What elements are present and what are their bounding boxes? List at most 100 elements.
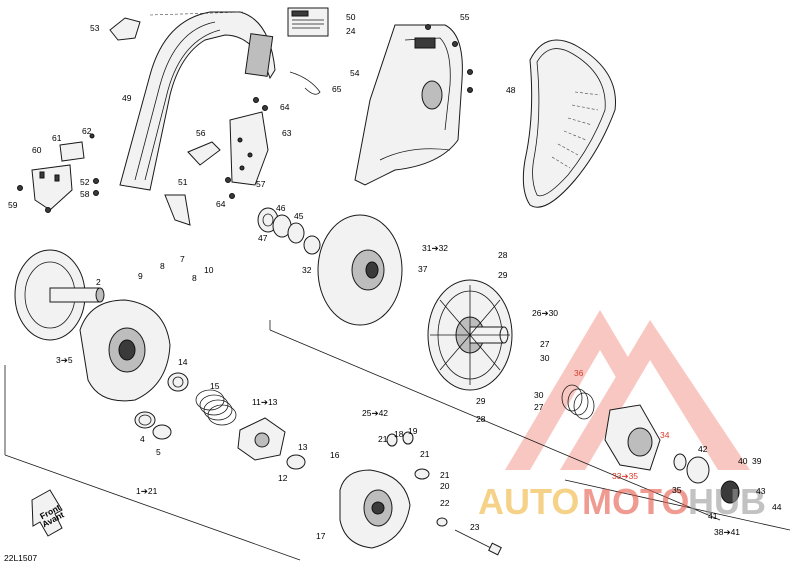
callout: 27	[540, 339, 550, 349]
callout: 37	[418, 264, 428, 274]
bolt-23	[454, 529, 502, 556]
callout: 51	[178, 177, 188, 187]
callout: 26➔30	[532, 308, 558, 318]
callout: 5	[156, 447, 161, 457]
pin-65	[289, 71, 321, 95]
callout: 32	[302, 265, 312, 275]
drive-belt-48	[522, 39, 616, 208]
governor-cup-17	[339, 469, 411, 549]
callout: 1➔21	[136, 486, 158, 496]
callout: 47	[258, 233, 268, 243]
callout: 34	[660, 430, 670, 440]
bracket-63	[229, 111, 269, 186]
callout: 58	[80, 189, 90, 199]
callout: 38➔41	[714, 527, 740, 537]
callout: 53	[90, 23, 100, 33]
callout: 29	[498, 270, 508, 280]
washers-42-43	[673, 453, 740, 504]
callout: 55	[460, 12, 470, 22]
callout: 40	[738, 456, 748, 466]
callout: 56	[196, 128, 206, 138]
cam-34	[604, 404, 661, 471]
callout: 10	[204, 265, 214, 275]
callout: 36	[574, 368, 584, 378]
belt-guard-49	[119, 11, 276, 226]
callout: 63	[282, 128, 292, 138]
callout: 21	[378, 434, 388, 444]
callout: 64	[216, 199, 226, 209]
callout: 46	[276, 203, 286, 213]
callout: 21	[440, 470, 450, 480]
callout: 65	[332, 84, 342, 94]
watermark-text-3: HUB	[688, 481, 766, 522]
callout: 48	[506, 85, 516, 95]
callout: 2	[96, 277, 101, 287]
callout: 60	[32, 145, 42, 155]
callout: 21	[420, 449, 430, 459]
callout: 42	[698, 444, 708, 454]
driven-pulley-26	[427, 279, 513, 391]
fasteners-55	[425, 24, 473, 93]
callout: 12	[278, 473, 288, 483]
callout: 54	[350, 68, 360, 78]
callout: 9	[138, 271, 143, 281]
bracket-61	[59, 141, 85, 162]
callout: 25➔42	[362, 408, 388, 418]
callout: 18	[394, 429, 404, 439]
sheave-31	[317, 214, 403, 326]
callout: 17	[316, 531, 326, 541]
diagram-code: 22L1507	[4, 553, 37, 563]
callout: 27	[534, 402, 544, 412]
callout: 22	[440, 498, 450, 508]
watermark-text-1: AUTO	[478, 481, 579, 522]
callout: 28	[476, 414, 486, 424]
label-plate-50	[287, 7, 329, 37]
washers-45-47	[257, 207, 321, 255]
callout: 8	[192, 273, 197, 283]
outer-cover-54	[354, 24, 463, 186]
callout: 57	[256, 179, 266, 189]
callout: 35	[672, 485, 682, 495]
drive-pulley-2	[14, 249, 105, 341]
callout: 24	[346, 26, 356, 36]
bracket-56	[187, 141, 221, 166]
callout: 39	[752, 456, 762, 466]
callout: 64	[280, 102, 290, 112]
callout: 49	[122, 93, 132, 103]
callout: 15	[210, 381, 220, 391]
callout: 45	[294, 211, 304, 221]
callout: 8	[160, 261, 165, 271]
callout: 28	[498, 250, 508, 260]
small-fasteners	[17, 97, 268, 213]
callout: 30	[540, 353, 550, 363]
callout: 52	[80, 177, 90, 187]
callout: 44	[772, 502, 782, 512]
callout: 7	[180, 254, 185, 264]
bracket-60	[31, 164, 73, 211]
bracket-53	[109, 17, 141, 41]
callout: 59	[8, 200, 18, 210]
callout: 11➔13	[252, 397, 278, 407]
callout: 3➔5	[56, 355, 73, 365]
callout: 23	[470, 522, 480, 532]
callout: 62	[82, 126, 92, 136]
front-direction-arrow	[31, 489, 63, 537]
callout: 19	[408, 426, 418, 436]
callout: 43	[756, 486, 766, 496]
callout: 29	[476, 396, 486, 406]
callout: 31➔32	[422, 243, 448, 253]
callout: 16	[330, 450, 340, 460]
callout-labels: 53 50 24 55 48 54 65 49 64 63 61 62 56 6…	[8, 12, 782, 541]
callout: 30	[534, 390, 544, 400]
assembly-outlines	[4, 11, 791, 561]
callout: 50	[346, 12, 356, 22]
rings-4-5-14	[134, 372, 189, 440]
callout: 13	[298, 442, 308, 452]
pulley-housing-3	[79, 299, 171, 402]
callout: 41	[708, 511, 718, 521]
callout: 61	[52, 133, 62, 143]
callout: 14	[178, 357, 188, 367]
callout: 33➔35	[612, 471, 638, 481]
